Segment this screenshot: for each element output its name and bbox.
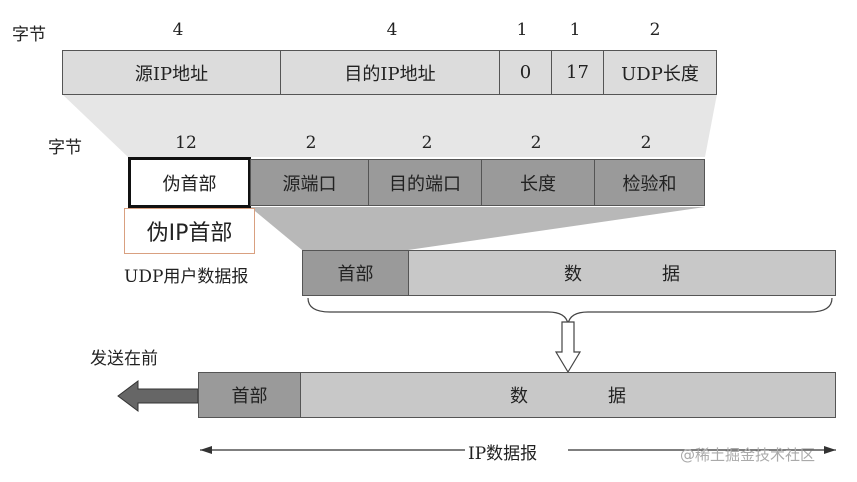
udp-data-block: 数据 <box>408 250 836 296</box>
size-label: 2 <box>421 133 433 153</box>
size-label: 4 <box>172 20 184 40</box>
watermark: @稀土掘金技术社区 <box>680 446 816 464</box>
trapezoid-udp-header <box>250 207 705 250</box>
brace <box>307 297 833 325</box>
byte-label: 字节 <box>12 25 46 45</box>
ip-header-block: 首部 <box>198 372 301 418</box>
ip-data-block: 数据 <box>300 372 836 418</box>
udp-datagram-label: UDP用户数据报 <box>124 267 249 287</box>
size-label: 2 <box>649 20 661 40</box>
size-label: 1 <box>569 20 581 40</box>
byte-label: 字节 <box>48 138 82 158</box>
field-src-ip: 源IP地址 <box>62 50 281 95</box>
data-char: 据 <box>608 386 626 407</box>
down-arrow-icon <box>554 321 582 374</box>
data-char: 数 <box>510 386 528 407</box>
size-label: 4 <box>386 20 398 40</box>
size-label: 2 <box>305 133 317 153</box>
size-label: 1 <box>516 20 528 40</box>
field-protocol: 17 <box>551 50 604 95</box>
size-label: 2 <box>530 133 542 153</box>
field-length: 长度 <box>481 159 595 206</box>
field-pseudo-header: 伪首部 <box>128 157 251 208</box>
size-label: 2 <box>640 133 652 153</box>
udp-header-block: 首部 <box>302 250 409 296</box>
field-zero: 0 <box>499 50 552 95</box>
field-udp-length: UDP长度 <box>603 50 717 95</box>
field-dst-ip: 目的IP地址 <box>280 50 500 95</box>
left-arrow-icon <box>117 380 199 412</box>
field-dst-port: 目的端口 <box>368 159 482 206</box>
data-char: 数 <box>564 264 582 285</box>
trapezoid-pseudo-header <box>62 94 717 157</box>
pseudo-ip-header-note: 伪IP首部 <box>124 208 255 254</box>
size-label: 12 <box>175 133 197 153</box>
ip-datagram-label: IP数据报 <box>468 444 538 464</box>
data-char: 据 <box>662 264 680 285</box>
send-first-label: 发送在前 <box>90 349 158 369</box>
field-src-port: 源端口 <box>250 159 369 206</box>
field-checksum: 检验和 <box>594 159 705 206</box>
